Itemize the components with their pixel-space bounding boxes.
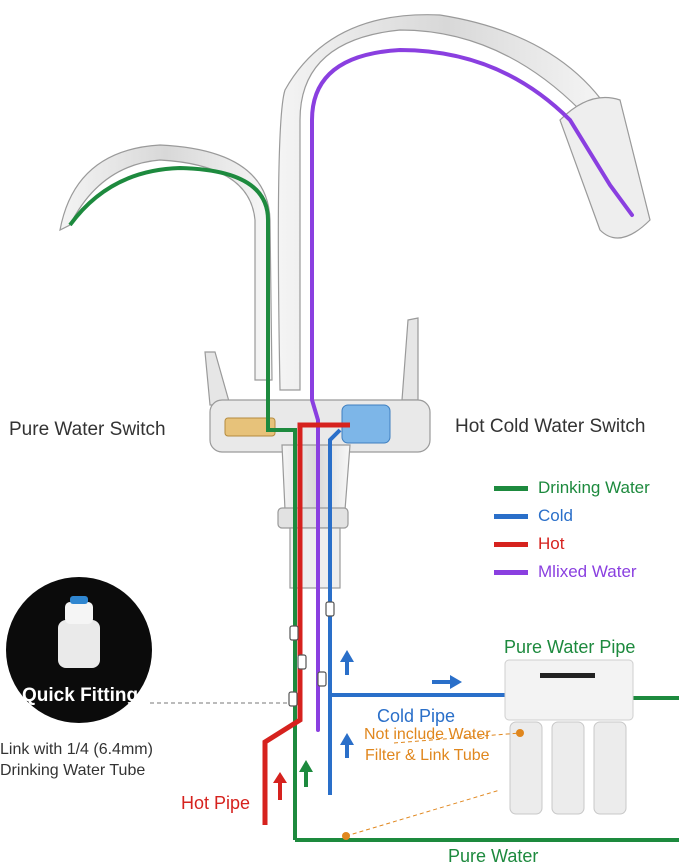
legend-item: Drinking Water xyxy=(494,478,650,498)
pure-water-pipe-label: Pure Water Pipe xyxy=(504,637,636,657)
legend-label: Mlixed Water xyxy=(538,562,637,581)
note-dot xyxy=(342,832,350,840)
legend-label: Drinking Water xyxy=(538,478,650,497)
link-line2: Drinking Water Tube xyxy=(0,761,146,779)
note-leaders xyxy=(345,732,521,837)
pure-water-switch-label: Pure Water Switch xyxy=(9,419,166,440)
cold-pipe-label: Cold Pipe xyxy=(377,706,456,726)
mixed-water-line xyxy=(310,47,634,732)
faucet-body xyxy=(59,14,651,589)
legend-swatch xyxy=(494,513,528,519)
cold-water-line xyxy=(328,428,505,795)
drinking-water-line xyxy=(68,165,679,842)
legend-item: Mlixed Water xyxy=(494,562,637,582)
link-line1: Link with 1/4 (6.4mm) xyxy=(0,741,153,758)
legend-swatch xyxy=(494,485,528,491)
link-tube-note: Link with 1/4 (6.4mm) Drinking Water Tub… xyxy=(0,740,153,782)
legend-swatch xyxy=(494,541,528,547)
brass-valve xyxy=(224,417,276,437)
not-include-note: Not include Water Filter & Link Tube xyxy=(364,725,491,767)
legend-swatch xyxy=(494,569,528,575)
hot-water-line xyxy=(262,422,350,825)
note-dot xyxy=(516,729,524,737)
flow-arrows xyxy=(273,650,462,800)
legend-item: Hot xyxy=(494,534,564,554)
not-include-line2: Filter & Link Tube xyxy=(365,746,490,764)
quick-fitting-label: Quick Fitting xyxy=(22,685,139,706)
not-include-line1: Not include Water xyxy=(364,726,491,743)
hot-pipe-label: Hot Pipe xyxy=(181,793,251,813)
legend-item: Cold xyxy=(494,506,573,526)
water-filter-unit xyxy=(504,659,634,815)
tube-fittings xyxy=(288,601,335,707)
quick-fitting-image xyxy=(58,596,100,668)
pure-water-label: Pure Water xyxy=(448,846,539,866)
legend-label: Cold xyxy=(538,506,573,525)
hot-cold-switch-label: Hot Cold Water Switch xyxy=(455,416,646,437)
legend-label: Hot xyxy=(538,534,565,553)
